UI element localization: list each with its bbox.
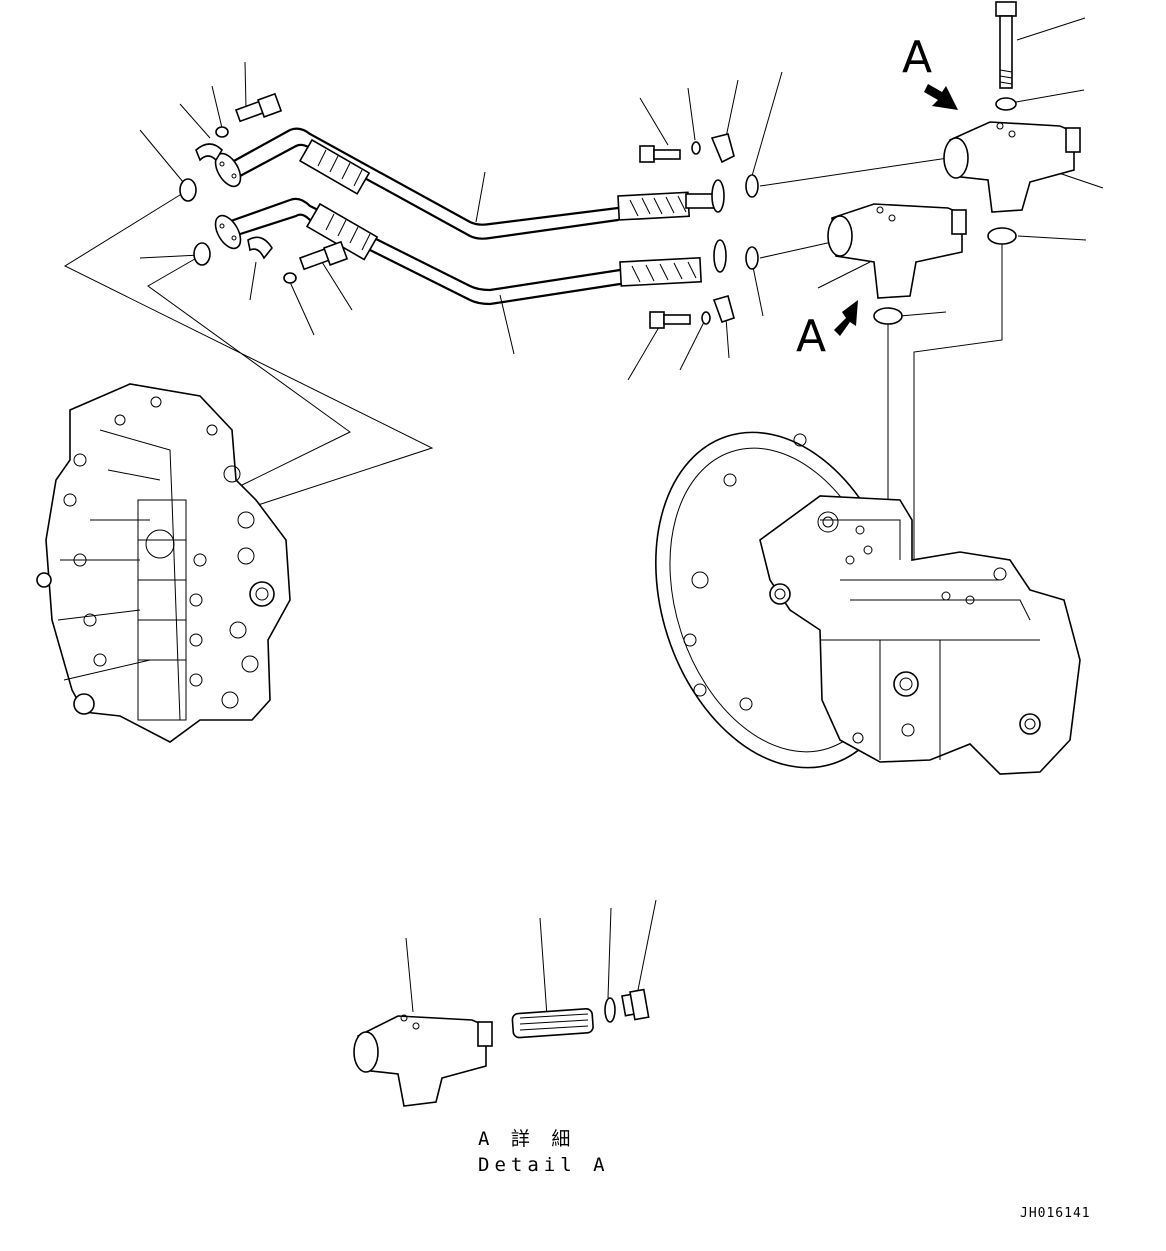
detail-a-parts xyxy=(353,988,650,1107)
connection-lines xyxy=(63,157,1003,600)
detail-caption-japanese: A 詳 細 xyxy=(478,1128,576,1150)
view-direction-arrow-icon xyxy=(834,300,858,336)
leader-lines xyxy=(139,17,1104,1031)
hose-lower xyxy=(214,197,727,306)
fasteners xyxy=(179,1,1017,329)
detail-caption-english: Detail A xyxy=(478,1154,610,1176)
hose-upper xyxy=(214,127,725,240)
view-direction-arrow-icon xyxy=(924,84,958,110)
control-valve xyxy=(36,383,291,743)
main-pump xyxy=(655,431,1081,775)
view-label-a-bottom: A xyxy=(796,311,827,362)
valve-body-upper xyxy=(943,121,1081,213)
drawing-code: JH016141 xyxy=(1020,1206,1091,1221)
view-label-a-top: A xyxy=(902,32,933,83)
valve-body-lower xyxy=(827,203,967,299)
